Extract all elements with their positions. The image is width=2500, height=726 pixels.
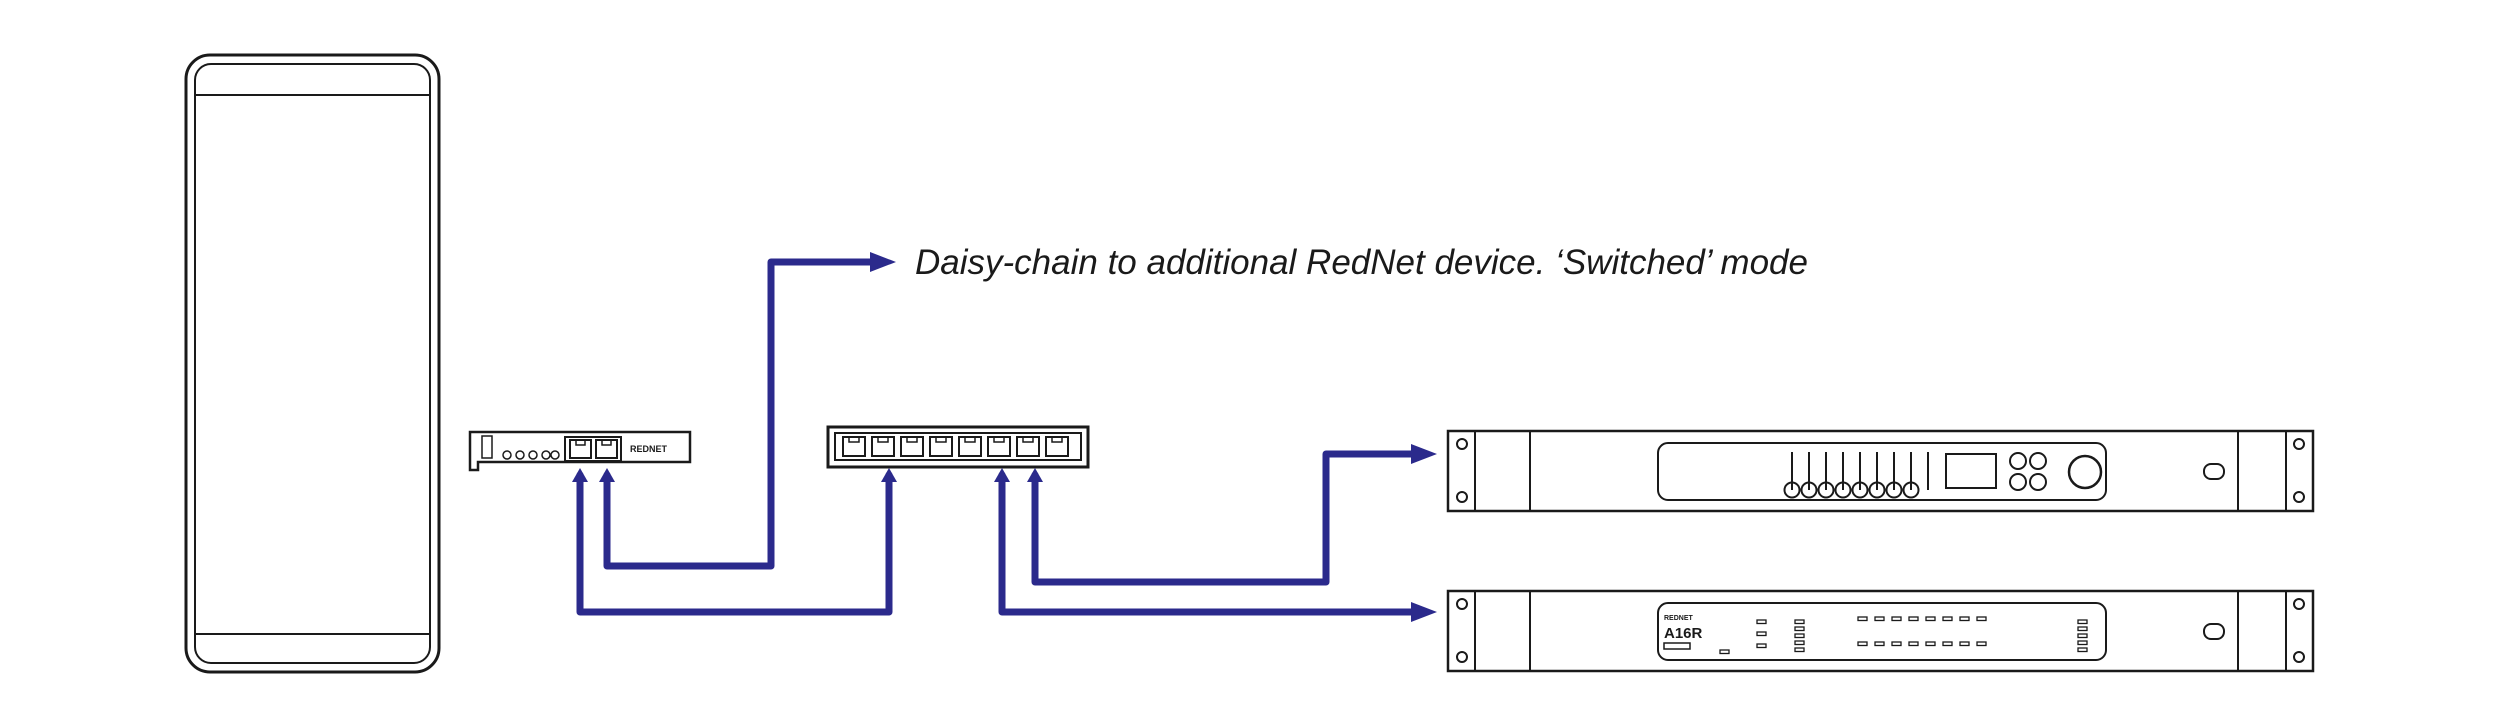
switch-port — [987, 436, 1011, 457]
knob-icon — [1851, 481, 1869, 499]
arrow-head-icon — [572, 468, 588, 482]
pcie-card-brand: REDNET — [630, 444, 668, 454]
control-button — [2029, 473, 2047, 491]
control-button — [2009, 452, 2027, 470]
led-indicator — [1857, 616, 1868, 622]
cable-card-to-switch — [576, 471, 893, 616]
led-indicator — [1794, 626, 1805, 632]
rack-screw-icon — [1456, 651, 1468, 663]
led-indicator — [1891, 616, 1902, 622]
arrow-head-icon — [994, 468, 1010, 482]
switch-port — [958, 436, 982, 457]
arrow-head-icon — [599, 468, 615, 482]
cable-switch-to-top-unit — [1031, 450, 1417, 586]
control-button — [2029, 452, 2047, 470]
control-button — [2009, 473, 2027, 491]
led-indicator — [1756, 631, 1767, 637]
led-indicator — [1794, 619, 1805, 625]
knob-icon — [1800, 481, 1818, 499]
a16r-model: A16R — [1664, 625, 1703, 642]
computer-tower — [184, 53, 441, 674]
led-indicator — [1756, 619, 1767, 625]
knob-icon — [1834, 481, 1852, 499]
rednet-pcie-card: REDNET — [468, 430, 692, 472]
display-screen — [1945, 453, 1997, 489]
led-indicator — [2077, 640, 2088, 646]
led-indicator — [1959, 616, 1970, 622]
a16r-brand: REDNET — [1664, 615, 1694, 622]
rack-screw-icon — [1456, 438, 1468, 450]
ethernet-port-primary — [569, 439, 592, 459]
ethernet-port-secondary — [595, 439, 618, 459]
led-icon — [550, 450, 560, 460]
knob-icon — [1885, 481, 1903, 499]
rack-screw-icon — [2293, 598, 2305, 610]
cable-to-daisy-chain — [603, 258, 875, 570]
led-indicator — [1794, 633, 1805, 639]
arrow-head-icon — [870, 252, 896, 272]
main-encoder-knob — [2067, 454, 2103, 490]
knob-icon — [1902, 481, 1920, 499]
rack-screw-icon — [1456, 598, 1468, 610]
rack-screw-icon — [2293, 491, 2305, 503]
led-indicator — [1874, 641, 1885, 647]
switch-port — [871, 436, 895, 457]
knob-icon — [1868, 481, 1886, 499]
led-indicator — [1908, 641, 1919, 647]
arrow-head-icon — [1027, 468, 1043, 482]
cable-switch-to-bottom-unit — [998, 471, 1417, 616]
led-indicator — [1925, 616, 1936, 622]
switch-port — [900, 436, 924, 457]
knob-icon — [1783, 481, 1801, 499]
rack-unit-bottom: REDNET A16R — [1446, 589, 2315, 673]
led-indicator — [1942, 641, 1953, 647]
led-indicator — [1794, 647, 1805, 653]
led-indicator — [1925, 641, 1936, 647]
cables — [572, 252, 1437, 622]
led-indicator — [1942, 616, 1953, 622]
led-indicator — [1908, 616, 1919, 622]
rack-screw-icon — [1456, 491, 1468, 503]
arrow-head-icon — [881, 468, 897, 482]
switch-port — [1045, 436, 1069, 457]
led-indicator — [2077, 619, 2088, 625]
rack-unit-top — [1446, 429, 2315, 513]
knob-icon — [1817, 481, 1835, 499]
switch-port — [842, 436, 866, 457]
led-indicator — [1756, 643, 1767, 649]
rack-screw-icon — [2293, 438, 2305, 450]
led-indicator — [1719, 649, 1730, 655]
network-switch — [826, 425, 1090, 469]
arrow-head-icon — [1411, 444, 1437, 464]
led-indicator — [1794, 640, 1805, 646]
led-icon — [541, 450, 551, 460]
led-indicator — [1891, 641, 1902, 647]
led-indicator — [2077, 647, 2088, 653]
daisy-chain-caption: Daisy-chain to additional RedNet device.… — [915, 243, 1808, 282]
arrow-head-icon — [1411, 602, 1437, 622]
led-indicator — [2077, 626, 2088, 632]
rack-screw-icon — [2293, 651, 2305, 663]
led-icon — [502, 450, 512, 460]
led-indicator — [1874, 616, 1885, 622]
led-indicator — [1959, 641, 1970, 647]
led-indicator — [1976, 641, 1987, 647]
led-indicator — [1976, 616, 1987, 622]
switch-port — [929, 436, 953, 457]
led-indicator — [2077, 633, 2088, 639]
switch-port — [1016, 436, 1040, 457]
led-icon — [515, 450, 525, 460]
led-icon — [528, 450, 538, 460]
led-indicator — [1857, 641, 1868, 647]
